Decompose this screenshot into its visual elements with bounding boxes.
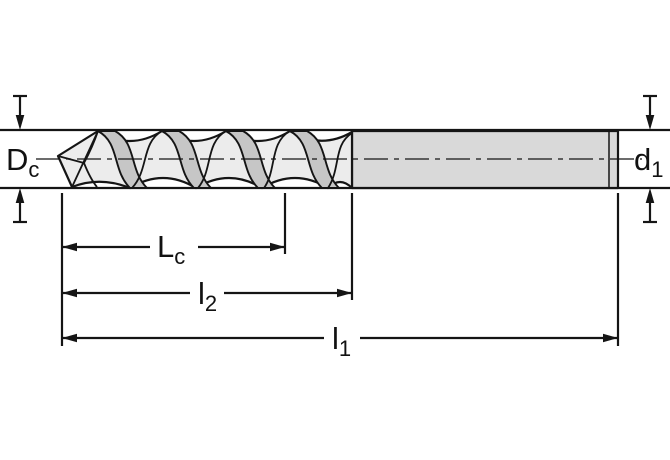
label-background xyxy=(150,231,198,264)
tip-flute-curve xyxy=(83,162,98,188)
flute-edge xyxy=(197,130,227,189)
arrowhead-left xyxy=(62,333,77,343)
arrowhead-up xyxy=(15,188,25,203)
dimension-d1: d1 xyxy=(634,94,664,224)
label-background xyxy=(190,277,224,310)
arrowhead-right xyxy=(270,242,285,252)
flute-edge xyxy=(263,130,291,189)
flute-runout-edge xyxy=(327,132,353,189)
arrowhead-left xyxy=(62,242,77,252)
arrowhead-down xyxy=(645,115,655,130)
dimension-Lc: Lc xyxy=(62,229,285,269)
label-d1: d1 xyxy=(634,142,664,182)
arrowhead-left xyxy=(62,288,77,298)
label-Dc: Dc xyxy=(6,142,39,182)
tip-flute-curve xyxy=(83,130,99,164)
arrowhead-up xyxy=(645,188,655,203)
flute-land xyxy=(161,130,212,189)
flute-edge xyxy=(131,130,163,189)
arrowhead-right xyxy=(337,288,352,298)
arrowhead-down xyxy=(15,115,25,130)
dimension-l1: l1 xyxy=(62,321,618,361)
label-Lc: Lc xyxy=(157,229,185,269)
arrowhead-right xyxy=(603,333,618,343)
extension-lines xyxy=(60,193,620,346)
label-background xyxy=(324,322,360,355)
label-l1: l1 xyxy=(332,321,351,361)
label-l2: l2 xyxy=(198,276,217,316)
dimension-l2: l2 xyxy=(62,276,352,316)
dimension-Dc: Dc xyxy=(6,94,39,224)
